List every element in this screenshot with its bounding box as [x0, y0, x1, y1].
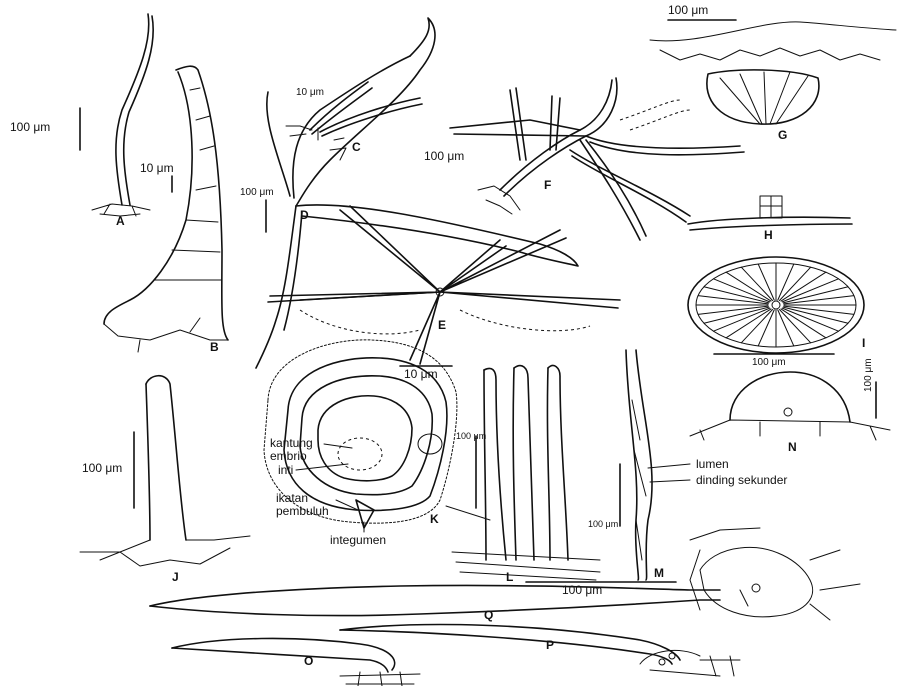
trichome-h [688, 196, 852, 230]
trichome-g [650, 22, 896, 124]
figure-letter-a: A [116, 214, 125, 228]
label-kantung-embrio: kantung embrio [270, 437, 313, 463]
figure-m-fibre [626, 350, 652, 580]
figure-letter-d: D [300, 208, 309, 222]
scale-i-cell-wall [741, 310, 772, 343]
figure-letter-k: K [430, 512, 439, 526]
figure-letter-l: L [506, 570, 513, 584]
scale-label-b: 10 μm [140, 162, 174, 175]
figure-letter-e: E [438, 318, 446, 332]
trichome-i [688, 257, 864, 353]
trichome-d [256, 18, 578, 368]
figure-letter-m: M [654, 566, 664, 580]
figure-letter-q: Q [484, 608, 493, 622]
trichome-l [452, 366, 600, 580]
figure-letter-c: C [352, 140, 361, 154]
label-ikatan-pembuluh: ikatan pembuluh [276, 492, 329, 518]
figure-letter-h: H [764, 228, 773, 242]
scale-label-a: 100 μm [10, 121, 50, 134]
figure-letter-f: F [544, 178, 551, 192]
scale-label-j: 100 μm [82, 462, 122, 475]
scale-i-cell-wall [741, 267, 772, 300]
figure-letter-b: B [210, 340, 219, 354]
scale-label-f: 100 μm [424, 150, 464, 163]
figure-letter-o: O [304, 654, 313, 668]
trichome-e [268, 206, 620, 364]
scale-label-c: 10 μm [296, 86, 324, 99]
figure-letter-g: G [778, 128, 787, 142]
scale-label-k: 100 μm [456, 430, 486, 443]
figure-letter-p: P [546, 638, 554, 652]
label-integumen: integumen [330, 534, 386, 547]
label-lumen: lumen [696, 458, 729, 471]
scale-label-e: 10 μm [404, 368, 438, 381]
scale-i-cell-wall [779, 310, 810, 343]
figure-letter-i: I [862, 336, 865, 350]
trichome-f [450, 78, 744, 240]
scale-label-n: 100 μm [862, 358, 875, 392]
figure-letter-j: J [172, 570, 179, 584]
scale-label-g: 100 μm [668, 4, 708, 17]
scale-label-i: 100 μm [752, 356, 786, 369]
trichome-n [690, 372, 890, 440]
trichome-p [340, 625, 740, 676]
trichome-o [172, 638, 420, 686]
scale-label-m: 100 μm [588, 518, 618, 531]
trichome-a [92, 14, 153, 216]
scale-i-cell-wall [779, 267, 810, 300]
scale-label-q: 100 μm [562, 584, 602, 597]
label-inti: inti [278, 464, 293, 477]
label-dinding-sekunder: dinding sekunder [696, 474, 787, 487]
scale-label-d: 100 μm [240, 186, 274, 199]
figure-letter-n: N [788, 440, 797, 454]
